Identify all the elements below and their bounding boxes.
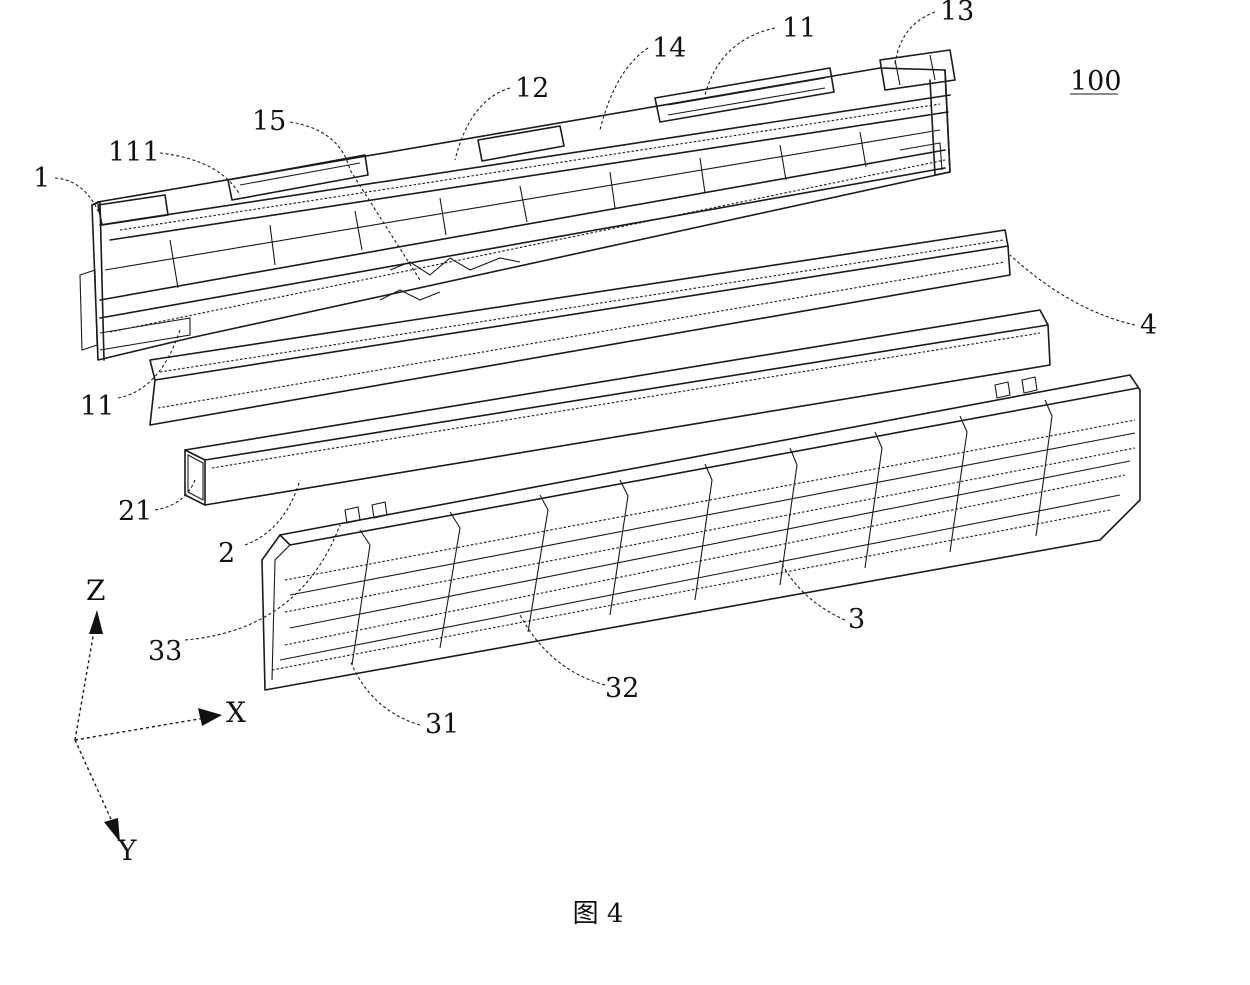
label-33: 33: [148, 636, 182, 667]
y-axis-label: Y: [117, 834, 137, 867]
label-14: 14: [652, 33, 686, 64]
label-31: 31: [425, 709, 459, 740]
label-11-top: 11: [782, 13, 816, 44]
leader-1: [55, 178, 100, 215]
z-axis-arrow-icon: [89, 610, 103, 634]
label-100: 100: [1070, 66, 1122, 97]
label-3: 3: [848, 604, 865, 635]
leader-31: [350, 660, 420, 725]
label-1: 1: [33, 163, 50, 194]
label-2: 2: [218, 538, 235, 569]
x-axis-arrow-icon: [198, 708, 222, 726]
leader-11-top: [705, 28, 775, 95]
label-32: 32: [605, 673, 639, 704]
y-axis-line: [75, 740, 115, 828]
label-13: 13: [940, 0, 974, 27]
x-axis-label: X: [226, 696, 246, 729]
leader-32: [520, 615, 605, 685]
figure-caption: 图 4: [573, 899, 624, 929]
z-axis-line: [75, 625, 95, 740]
reference-numerals: 100 1 111 15 12 14 11 13 4 11 21 2 3 33 …: [33, 0, 1157, 740]
leader-14: [600, 48, 648, 130]
leader-3: [780, 560, 845, 620]
label-21: 21: [118, 496, 152, 527]
tube-part-2: [185, 310, 1050, 505]
leader-21: [155, 480, 195, 510]
leader-lines: [55, 12, 1135, 725]
bar-part-4: [150, 230, 1010, 425]
leader-4: [1010, 255, 1135, 325]
label-12: 12: [515, 73, 549, 104]
label-4: 4: [1140, 310, 1157, 341]
label-111: 111: [108, 137, 160, 168]
leader-12: [455, 88, 510, 160]
leader-11-bottom: [118, 330, 180, 398]
leader-2: [245, 480, 300, 545]
x-axis-line: [75, 718, 205, 740]
label-11-bottom: 11: [80, 391, 114, 422]
label-15: 15: [252, 106, 286, 137]
z-axis-label: Z: [86, 574, 105, 607]
coordinate-axes: X Z Y: [75, 574, 246, 867]
leader-15: [290, 122, 420, 280]
